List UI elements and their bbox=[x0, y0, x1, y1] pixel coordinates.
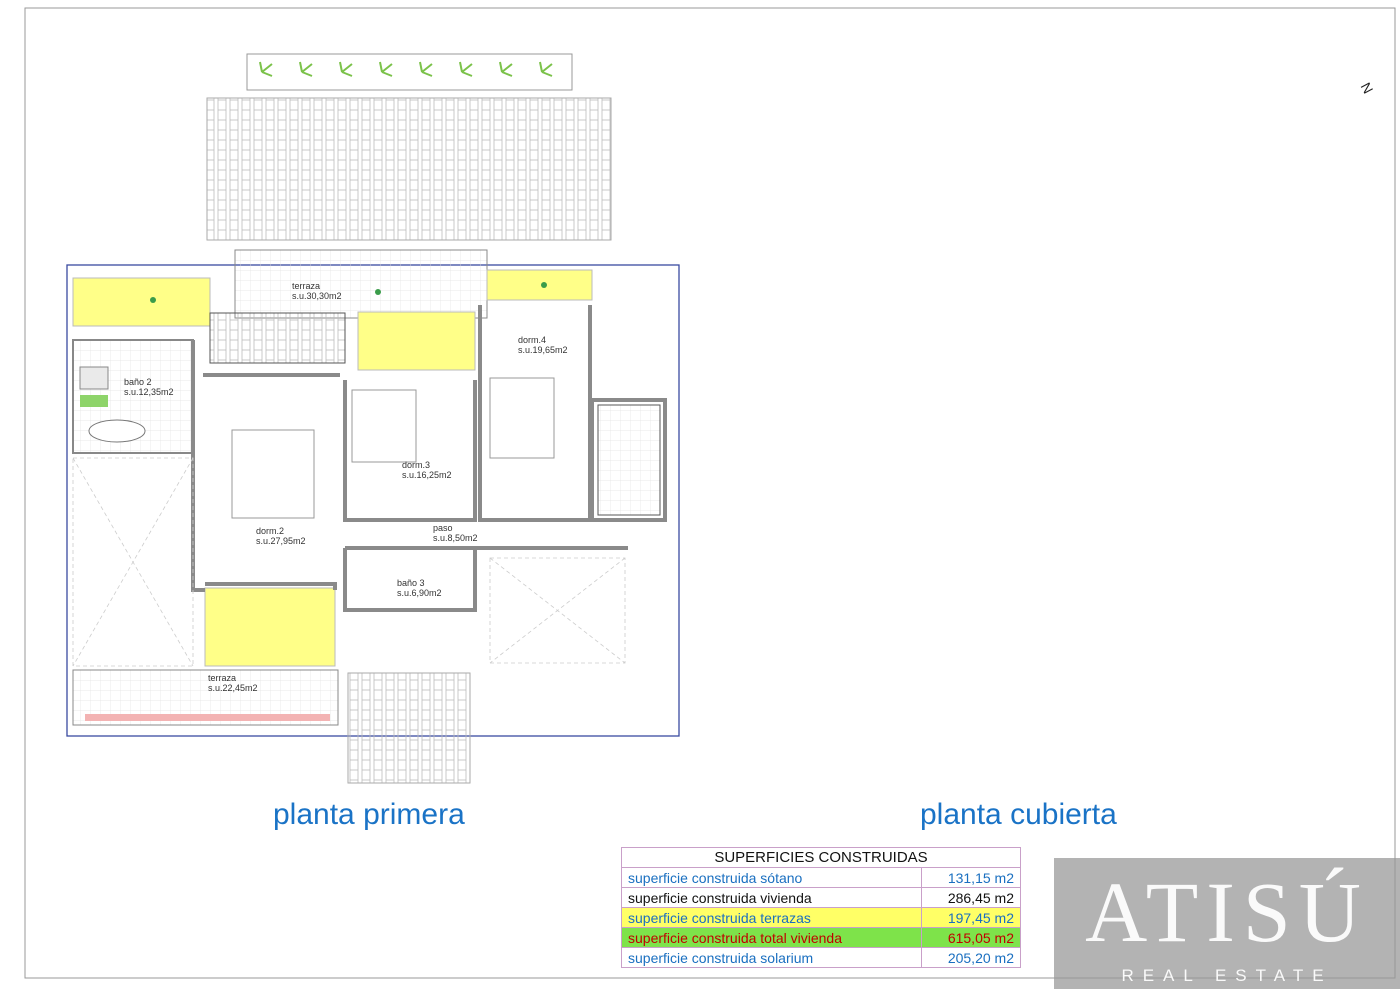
brand-name: ATISÚ bbox=[1085, 864, 1369, 960]
surface-value: 615,05 m2 bbox=[921, 927, 1021, 948]
plan-title-primera: planta primera bbox=[273, 798, 465, 831]
brand-tagline: REAL ESTATE bbox=[1121, 966, 1333, 985]
room-area: s.u.22,45m2 bbox=[208, 683, 258, 693]
surfaces-table-header-row: SUPERFICIES CONSTRUIDAS bbox=[621, 847, 1021, 868]
room-label-paso: paso s.u.8,50m2 bbox=[433, 523, 478, 543]
yellow-terrace-center bbox=[357, 311, 476, 371]
room-area: s.u.27,95m2 bbox=[256, 536, 306, 546]
bed-dorm4 bbox=[489, 377, 555, 459]
room-name: paso bbox=[433, 523, 453, 533]
bathtub bbox=[88, 419, 146, 443]
surface-row-vivienda: superficie construida vivienda 286,45 m2 bbox=[621, 887, 1021, 908]
surface-label: superficie construida vivienda bbox=[621, 887, 922, 908]
room-name: dorm.4 bbox=[518, 335, 547, 345]
plan-primera bbox=[66, 53, 680, 784]
planter-terrace-bottom bbox=[85, 714, 330, 721]
room-name: terraza bbox=[292, 281, 321, 291]
room-name: dorm.2 bbox=[256, 526, 285, 536]
room-name: baño 3 bbox=[397, 578, 425, 588]
surfaces-table: SUPERFICIES CONSTRUIDAS superficie const… bbox=[621, 847, 1021, 968]
walls-primera bbox=[191, 305, 667, 612]
stair-right-primera bbox=[597, 404, 661, 516]
room-label-dorm4: dorm.4 s.u.19,65m2 bbox=[518, 335, 568, 355]
surface-row-total: superficie construida total vivienda 615… bbox=[621, 927, 1021, 948]
surface-value: 197,45 m2 bbox=[921, 907, 1021, 928]
bed-dorm3 bbox=[351, 389, 417, 463]
surface-row-solarium: superficie construida solarium 205,20 m2 bbox=[621, 947, 1021, 968]
bed-dorm2 bbox=[231, 429, 315, 519]
planter-top-primera bbox=[246, 53, 573, 91]
yellow-terrace-right bbox=[486, 269, 593, 301]
room-name: dorm.3 bbox=[402, 460, 431, 470]
light-fixtures-primera bbox=[150, 282, 547, 303]
surface-label: superficie construida solarium bbox=[621, 947, 922, 968]
surface-value: 205,20 m2 bbox=[921, 947, 1021, 968]
yellow-terrace-left bbox=[72, 277, 211, 327]
plant-row-primera bbox=[259, 61, 553, 77]
stair-top-primera bbox=[209, 312, 346, 364]
room-area: s.u.16,25m2 bbox=[402, 470, 452, 480]
room-label-terraza-bottom: terraza s.u.22,45m2 bbox=[208, 673, 258, 693]
sheet-border bbox=[24, 7, 1396, 979]
surface-value: 286,45 m2 bbox=[921, 887, 1021, 908]
surface-label: superficie construida sótano bbox=[621, 867, 922, 888]
room-name: baño 2 bbox=[124, 377, 152, 387]
surface-label: superficie construida terrazas bbox=[621, 907, 922, 928]
yellow-terrace-bottom bbox=[204, 587, 336, 667]
void-area-right bbox=[489, 557, 626, 664]
planter-bath2 bbox=[80, 395, 108, 407]
surfaces-table-header: SUPERFICIES CONSTRUIDAS bbox=[621, 847, 1021, 868]
surface-row-terrazas: superficie construida terrazas 197,45 m2 bbox=[621, 907, 1021, 928]
room-label-terraza-top: terraza s.u.30,30m2 bbox=[292, 281, 342, 301]
surface-value: 131,15 m2 bbox=[921, 867, 1021, 888]
room-area: s.u.8,50m2 bbox=[433, 533, 478, 543]
room-label-bano2: baño 2 s.u.12,35m2 bbox=[124, 377, 174, 397]
brand-watermark: ATISÚ REAL ESTATE bbox=[1054, 858, 1400, 989]
room-name: terraza bbox=[208, 673, 237, 683]
plan-title-cubierta: planta cubierta bbox=[920, 798, 1117, 831]
void-area-left bbox=[72, 457, 194, 667]
shower-tray-bath2 bbox=[79, 366, 109, 390]
surface-label: superficie construida total vivienda bbox=[621, 927, 922, 948]
room-label-dorm3: dorm.3 s.u.16,25m2 bbox=[402, 460, 452, 480]
pergola-bottom-primera bbox=[347, 672, 471, 784]
room-area: s.u.19,65m2 bbox=[518, 345, 568, 355]
room-area: s.u.30,30m2 bbox=[292, 291, 342, 301]
pergola-primera bbox=[206, 97, 612, 241]
surface-row-sotano: superficie construida sótano 131,15 m2 bbox=[621, 867, 1021, 888]
terrace-top bbox=[234, 249, 488, 319]
room-area: s.u.6,90m2 bbox=[397, 588, 442, 598]
room-label-dorm2: dorm.2 s.u.27,95m2 bbox=[256, 526, 306, 546]
room-area: s.u.12,35m2 bbox=[124, 387, 174, 397]
room-label-bano3: baño 3 s.u.6,90m2 bbox=[397, 578, 442, 598]
